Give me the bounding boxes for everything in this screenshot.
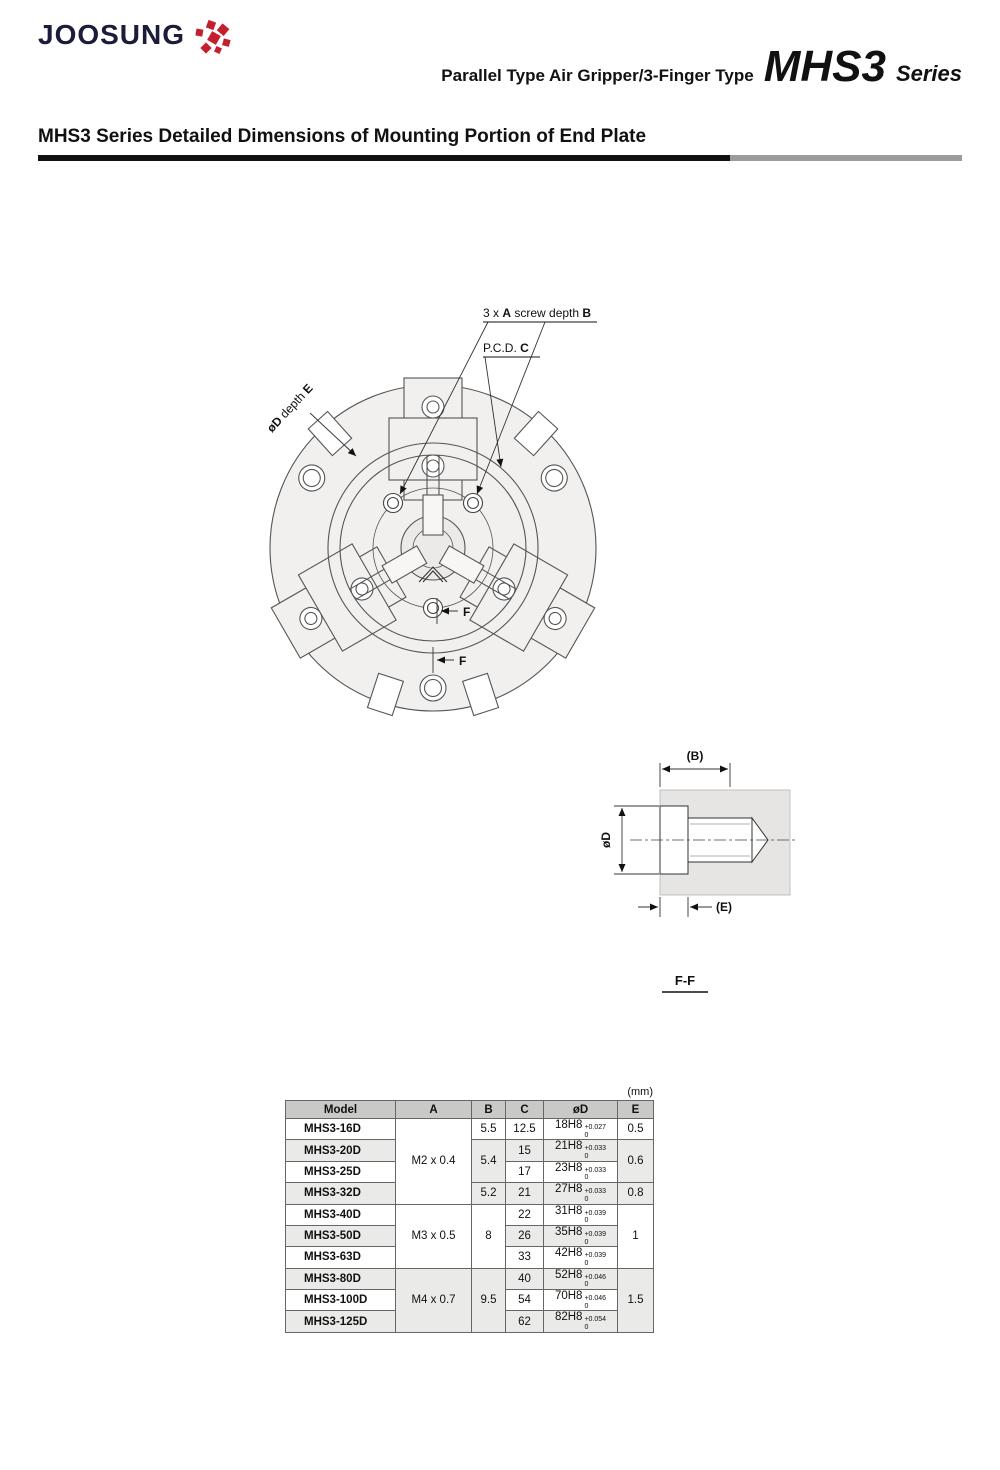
title-rule-black [38,155,730,161]
cell-a: M4 x 0.7 [395,1267,472,1333]
dimension-table: Model A B C øD E MHS3-16D M2 x 0.4 5.5 1… [285,1100,654,1333]
cell-e: 0.5 [617,1117,654,1141]
doc-type-label: Parallel Type Air Gripper/3-Finger Type [441,66,754,85]
d-dimension-label: øD [599,832,613,848]
unit-label: (mm) [627,1086,653,1098]
leader-lines [309,321,597,495]
cell-e: 1.5 [617,1267,654,1333]
end-plate-top-view-drawing: 3 x A screw depth B P.C.D. C øD depth E … [264,306,597,717]
cell-c: 22 [505,1203,544,1226]
cell-b: 5.2 [471,1182,506,1205]
th-d: øD [543,1100,618,1119]
cell-b: 8 [471,1203,506,1269]
th-a: A [395,1100,472,1119]
cell-model: MHS3-40D [285,1203,396,1226]
cell-c: 33 [505,1246,544,1269]
cell-model: MHS3-20D [285,1139,396,1162]
cell-e: 0.8 [617,1182,654,1205]
screw-depth-label: 3 x A screw depth B [483,306,591,320]
e-dimension [638,897,712,917]
cell-c: 21 [505,1182,544,1205]
title-rule-gray [730,155,962,161]
cell-b: 5.4 [471,1139,506,1184]
series-word: Series [895,61,962,86]
cell-e: 0.6 [617,1139,654,1184]
cell-e: 1 [617,1203,654,1269]
cell-model: MHS3-25D [285,1160,396,1184]
table-header-row: Model A B C øD E [285,1100,654,1119]
logo: JOOSUNG [38,19,236,58]
cell-model: MHS3-63D [285,1246,396,1269]
cell-c: 12.5 [505,1117,544,1141]
section-title: MHS3 Series Detailed Dimensions of Mount… [38,126,647,147]
f-label-1: F [463,605,470,619]
th-model: Model [285,1100,396,1119]
pcd-label: P.C.D. C [483,341,529,355]
bore-depth-label: øD depth E [264,381,316,435]
cell-model: MHS3-50D [285,1224,396,1248]
cell-model: MHS3-80D [285,1267,396,1291]
page-header-title: Parallel Type Air Gripper/3-Finger Type … [441,42,962,92]
cell-c: 40 [505,1267,544,1291]
f-label-2: F [459,654,466,668]
cell-c: 17 [505,1160,544,1184]
cell-model: MHS3-16D [285,1117,396,1141]
cell-b: 9.5 [471,1267,506,1333]
cell-c: 15 [505,1139,544,1162]
th-b: B [471,1100,506,1119]
cell-a: M2 x 0.4 [395,1118,472,1205]
cell-c: 54 [505,1288,544,1312]
th-c: C [505,1100,544,1119]
d-dimension [614,805,659,875]
e-dimension-label: (E) [716,900,732,914]
end-plate-body [269,377,597,717]
cell-c: 62 [505,1310,544,1333]
logo-text: JOOSUNG [38,19,186,50]
cell-model: MHS3-100D [285,1288,396,1312]
dimension-table-section: (mm) Model A B C øD E MHS3-16D M2 x 0.4 … [285,1086,654,1333]
f-dimension-callouts [432,598,458,673]
logo-burst-icon [195,20,231,54]
b-dimension-label: (B) [687,749,704,763]
cell-model: MHS3-32D [285,1182,396,1205]
cell-a: M3 x 0.5 [395,1203,472,1269]
series-name: MHS3 [763,42,886,91]
ff-section-view-drawing: (B) øD (E) F-F [599,749,798,993]
cell-model: MHS3-125D [285,1310,396,1333]
ff-section-title: F-F [675,973,695,988]
b-dimension [659,763,731,787]
cell-c: 26 [505,1224,544,1248]
th-e: E [617,1100,654,1119]
cell-b: 5.5 [471,1117,506,1141]
